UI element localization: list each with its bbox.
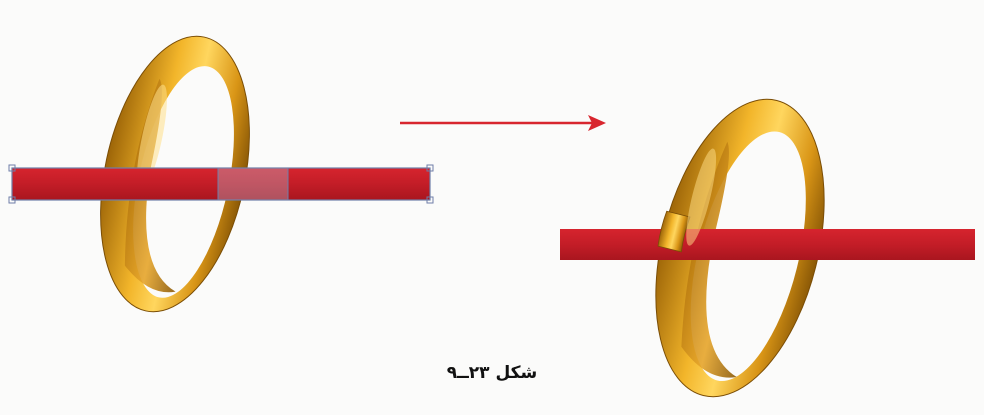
transition-arrow — [400, 115, 606, 131]
figure-caption: شکل ۲۳ــ۹ — [446, 363, 538, 383]
right-bar — [560, 229, 975, 260]
left-bar — [8, 164, 434, 204]
right-ring-front — [657, 148, 717, 253]
